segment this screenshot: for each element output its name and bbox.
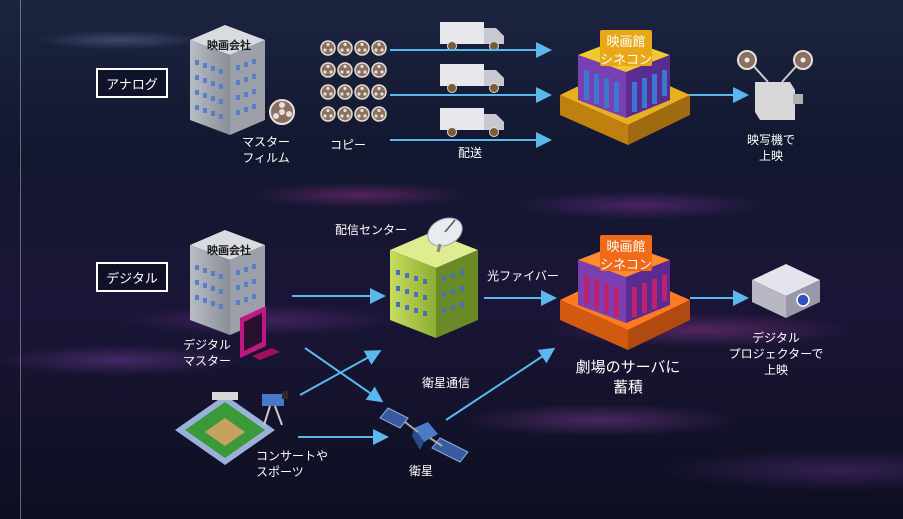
digital-studio-label: 映画会社	[207, 244, 251, 257]
film-reel-icon	[371, 106, 387, 122]
film-reel-icon	[337, 106, 353, 122]
analog-studio-building-icon	[190, 25, 265, 135]
digital-cinema-building-icon	[560, 235, 690, 350]
master-film-reel-icon	[269, 99, 295, 125]
delivery-truck-icon	[440, 22, 504, 51]
film-reel-icon	[337, 84, 353, 100]
film-reel-icon	[354, 84, 370, 100]
analog-cinema-label: 映画館 シネコン	[600, 35, 652, 68]
film-reel-icon	[337, 62, 353, 78]
film-reel-icon	[354, 62, 370, 78]
analog-studio-label: 映画会社	[207, 39, 251, 52]
copy-reels-icon	[320, 40, 387, 122]
satellite-icon	[379, 407, 469, 463]
truck-icons	[440, 22, 504, 137]
film-reel-icon	[320, 40, 336, 56]
left-divider	[20, 0, 21, 519]
tv-camera-icon	[262, 391, 288, 426]
satellite-comm-label: 衛星通信	[421, 376, 470, 390]
film-reel-icon	[320, 84, 336, 100]
delivery-truck-icon	[440, 108, 504, 137]
stadium-icon	[175, 392, 275, 465]
film-projector-icon	[737, 50, 813, 120]
satellite-label: 衛星	[408, 464, 433, 478]
distribution-center-building-icon	[390, 217, 478, 338]
film-reel-icon	[320, 62, 336, 78]
master-film-label: マスター フィルム	[241, 135, 290, 166]
film-reel-icon	[354, 40, 370, 56]
film-reel-icon	[371, 84, 387, 100]
film-reel-icon	[371, 62, 387, 78]
digital-cinema-label: 映画館 シネコン	[600, 240, 652, 273]
copy-label: コピー	[329, 138, 366, 152]
film-reel-icon	[354, 106, 370, 122]
projection-label: 映写機で 上映	[746, 133, 795, 164]
digital-projector-label: デジタル プロジェクターで 上映	[728, 331, 824, 378]
digital-mode-label: デジタル	[96, 262, 168, 292]
analog-mode-label: アナログ	[96, 68, 168, 98]
digital-master-label: デジタル マスター	[182, 338, 231, 369]
film-reel-icon	[337, 40, 353, 56]
film-reel-icon	[320, 106, 336, 122]
analog-cinema-building-icon	[560, 30, 690, 145]
delivery-truck-icon	[440, 64, 504, 93]
film-reel-icon	[371, 40, 387, 56]
server-storage-label: 劇場のサーバに 蓄積	[575, 358, 681, 397]
distribution-center-label: 配信センター	[334, 223, 407, 237]
digital-master-monitor-icon	[240, 306, 280, 360]
live-events-label: コンサートや スポーツ	[256, 449, 329, 480]
delivery-label: 配送	[457, 146, 482, 160]
digital-projector-icon	[752, 264, 820, 318]
fiber-label: 光ファイバー	[487, 269, 559, 283]
